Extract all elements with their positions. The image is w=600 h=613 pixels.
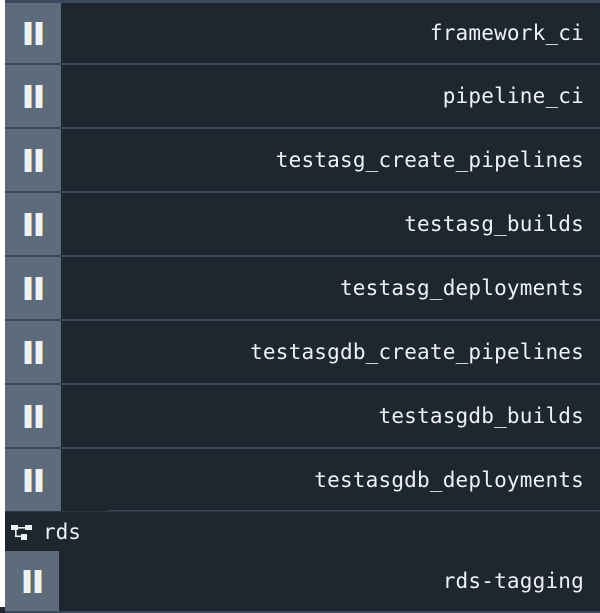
pause-button[interactable] — [5, 3, 61, 63]
pause-icon — [23, 21, 32, 45]
pause-icon — [23, 340, 32, 364]
pause-button[interactable] — [5, 321, 61, 383]
pipeline-row[interactable]: pipeline_ci — [5, 65, 600, 129]
pause-icon — [22, 569, 31, 593]
pause-button[interactable] — [5, 193, 61, 255]
pipeline-name-link[interactable]: pipeline_ci — [442, 84, 584, 108]
pause-icon — [34, 212, 43, 236]
pipeline-list: framework_ci pipeline_ci testasg_create_… — [5, 0, 600, 613]
pipeline-row[interactable]: testasg_builds — [5, 193, 600, 257]
pipeline-name-link[interactable]: testasgdb_deployments — [314, 468, 584, 492]
group-name: rds — [43, 519, 81, 544]
pause-icon — [23, 468, 32, 492]
pause-icon — [23, 84, 32, 108]
pause-icon — [34, 276, 43, 300]
pause-icon — [23, 404, 32, 428]
pause-icon — [34, 404, 43, 428]
pause-button[interactable] — [5, 129, 61, 191]
pause-icon — [34, 84, 43, 108]
pause-button[interactable] — [5, 257, 61, 319]
pause-icon — [34, 468, 43, 492]
pause-button[interactable] — [5, 385, 61, 447]
pipeline-name-link[interactable]: testasgdb_builds — [378, 404, 584, 428]
pause-icon — [33, 569, 42, 593]
pause-icon — [23, 148, 32, 172]
window-edge — [0, 0, 5, 607]
pipeline-name-link[interactable]: testasg_create_pipelines — [275, 148, 584, 172]
pipeline-row[interactable]: rds-tagging — [5, 551, 600, 613]
pause-button[interactable] — [5, 449, 61, 511]
pause-icon — [34, 148, 43, 172]
pause-icon — [34, 21, 43, 45]
pause-button[interactable] — [5, 65, 61, 127]
pipeline-row[interactable]: framework_ci — [5, 0, 600, 65]
pause-icon — [23, 212, 32, 236]
pipeline-name-link[interactable]: framework_ci — [429, 21, 584, 45]
pipeline-name-link[interactable]: testasg_deployments — [339, 276, 584, 300]
pipeline-row[interactable]: testasgdb_deployments — [5, 449, 600, 511]
pipeline-name-link[interactable]: rds-tagging — [442, 569, 584, 593]
pipeline-name-link[interactable]: testasgdb_create_pipelines — [250, 340, 584, 364]
pipeline-name-link[interactable]: testasg_builds — [404, 212, 584, 236]
pipeline-row[interactable]: testasgdb_create_pipelines — [5, 321, 600, 385]
pipeline-row[interactable]: testasg_deployments — [5, 257, 600, 321]
pipeline-row[interactable]: testasgdb_builds — [5, 385, 600, 449]
divider — [109, 510, 600, 511]
pause-button[interactable] — [5, 551, 59, 611]
pause-icon — [23, 276, 32, 300]
pipeline-row[interactable]: testasg_create_pipelines — [5, 129, 600, 193]
pause-icon — [34, 340, 43, 364]
group-tree-icon — [11, 524, 32, 540]
group-header-rds[interactable]: rds — [5, 510, 600, 551]
